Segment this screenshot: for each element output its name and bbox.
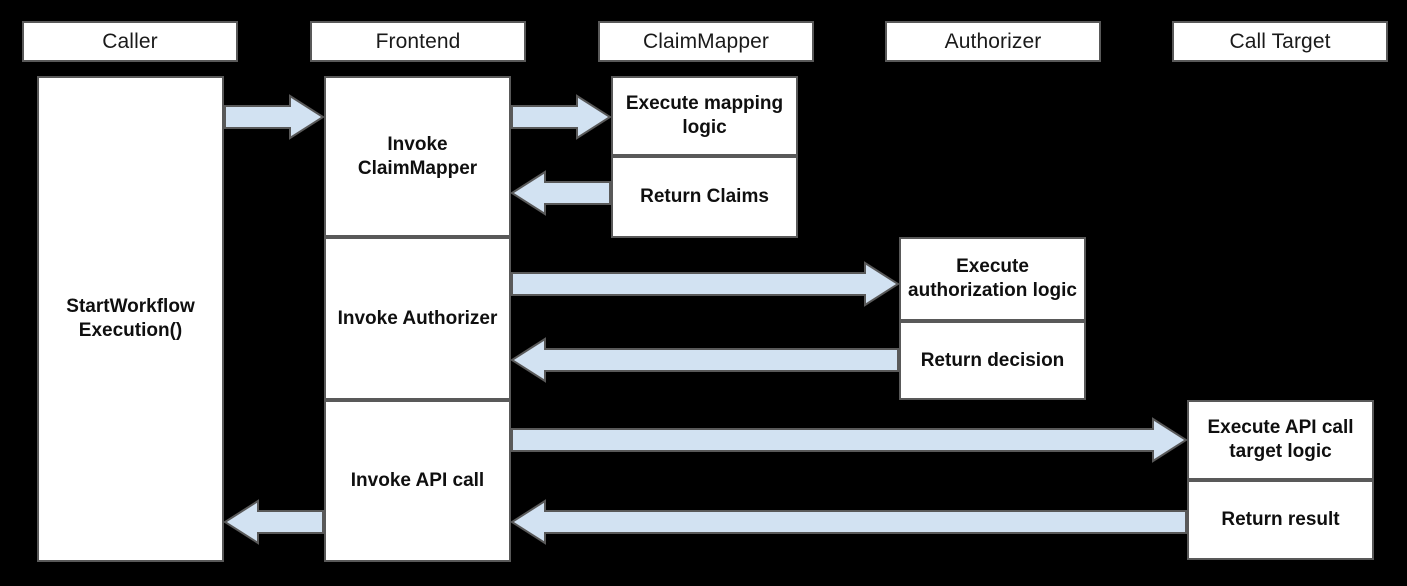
lifeline-header-caller[interactable]: Caller bbox=[22, 21, 238, 62]
activation-calltarget-execute-api-call-target-logic[interactable]: Execute API call target logic bbox=[1187, 400, 1374, 480]
activation-label-calltarget-return-result: Return result bbox=[1221, 509, 1340, 531]
activation-calltarget-return-result[interactable]: Return result bbox=[1187, 480, 1374, 560]
message-arrow-claimmapper-to-frontend[interactable] bbox=[510, 170, 611, 216]
message-arrow-frontend-to-claimmapper[interactable] bbox=[511, 94, 612, 140]
message-arrow-frontend-to-authorizer[interactable] bbox=[511, 261, 900, 307]
activation-label-claimmapper-return-claims: Return Claims bbox=[640, 186, 769, 208]
activation-label-caller-startworkflow: StartWorkflow Execution() bbox=[66, 296, 195, 341]
lifeline-label-authorizer: Authorizer bbox=[944, 29, 1042, 53]
activation-claimmapper-execute-mapping-logic[interactable]: Execute mapping logic bbox=[611, 76, 798, 156]
activation-frontend-invoke-authorizer[interactable]: Invoke Authorizer bbox=[324, 237, 511, 400]
activation-label-frontend-invoke-authorizer: Invoke Authorizer bbox=[337, 307, 498, 329]
activation-label-authorizer-return-decision: Return decision bbox=[920, 349, 1065, 371]
activation-frontend-invoke-api-call[interactable]: Invoke API call bbox=[324, 400, 511, 562]
activation-label-frontend-invoke-claimmapper: Invoke ClaimMapper bbox=[357, 133, 478, 179]
lifeline-label-claimmapper: ClaimMapper bbox=[643, 29, 769, 53]
activation-label-frontend-invoke-api-call: Invoke API call bbox=[350, 470, 485, 492]
lifeline-label-calltarget: Call Target bbox=[1229, 29, 1331, 53]
activation-frontend-invoke-claimmapper[interactable]: Invoke ClaimMapper bbox=[324, 76, 511, 237]
activation-authorizer-return-decision[interactable]: Return decision bbox=[899, 321, 1086, 400]
message-arrow-authorizer-to-frontend[interactable] bbox=[510, 337, 899, 383]
activation-authorizer-execute-authorization-logic[interactable]: Execute authorization logic bbox=[899, 237, 1086, 321]
activation-caller-startworkflow[interactable]: StartWorkflow Execution() bbox=[37, 76, 224, 562]
lifeline-header-frontend[interactable]: Frontend bbox=[310, 21, 526, 62]
message-arrow-frontend-to-caller[interactable] bbox=[223, 499, 324, 545]
lifeline-header-claimmapper[interactable]: ClaimMapper bbox=[598, 21, 814, 62]
lifeline-label-caller: Caller bbox=[102, 29, 158, 53]
lifeline-header-authorizer[interactable]: Authorizer bbox=[885, 21, 1101, 62]
activation-label-calltarget-execute-api-call-target-logic: Execute API call target logic bbox=[1207, 417, 1354, 462]
message-arrow-caller-to-frontend[interactable] bbox=[224, 94, 325, 140]
message-arrow-frontend-to-calltarget[interactable] bbox=[511, 417, 1188, 463]
activation-label-claimmapper-execute-mapping-logic: Execute mapping logic bbox=[625, 93, 784, 138]
lifeline-header-calltarget[interactable]: Call Target bbox=[1172, 21, 1388, 62]
lifeline-label-frontend: Frontend bbox=[375, 29, 461, 53]
activation-label-authorizer-execute-authorization-logic: Execute authorization logic bbox=[908, 256, 1077, 301]
activation-claimmapper-return-claims[interactable]: Return Claims bbox=[611, 156, 798, 238]
message-arrow-calltarget-to-frontend[interactable] bbox=[510, 499, 1187, 545]
